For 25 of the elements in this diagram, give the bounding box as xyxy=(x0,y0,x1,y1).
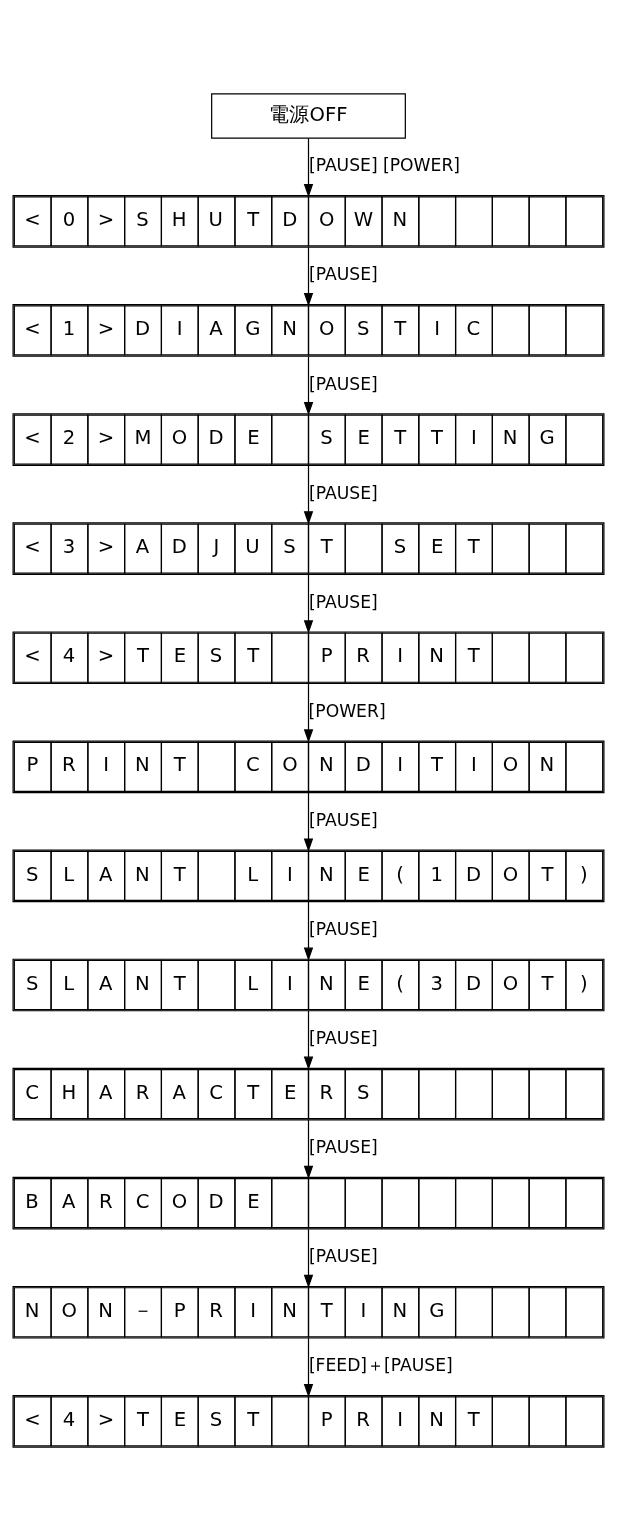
edge-label: [PAUSE] xyxy=(309,373,378,394)
edge-label: [POWER] xyxy=(308,700,386,721)
arrow xyxy=(303,246,314,306)
arrow xyxy=(303,464,314,525)
edge-label: [PAUSE] xyxy=(309,809,378,830)
edge-label: [PAUSE] xyxy=(309,1027,378,1048)
edge-label: [FEED]＋[PAUSE] xyxy=(308,1354,453,1375)
edge-label: [PAUSE] xyxy=(309,263,378,284)
edge-label: [PAUSE] xyxy=(309,482,378,503)
edge-label: [PAUSE] xyxy=(309,1136,378,1157)
arrow xyxy=(303,355,314,416)
edge-label: [PAUSE] xyxy=(309,918,378,939)
node-box: 電源OFF xyxy=(211,92,406,139)
arrow xyxy=(303,1228,314,1288)
edge-label: [PAUSE] xyxy=(309,1245,378,1266)
arrow xyxy=(303,573,314,634)
arrow xyxy=(303,1009,314,1070)
arrow xyxy=(303,791,314,852)
arrow xyxy=(303,682,314,743)
arrow xyxy=(303,137,314,197)
edge-label: [PAUSE] [POWER] xyxy=(308,154,461,175)
arrow xyxy=(303,900,314,961)
edge-label: [PAUSE] xyxy=(309,591,378,612)
arrow xyxy=(303,1118,314,1179)
arrow xyxy=(303,1337,314,1397)
